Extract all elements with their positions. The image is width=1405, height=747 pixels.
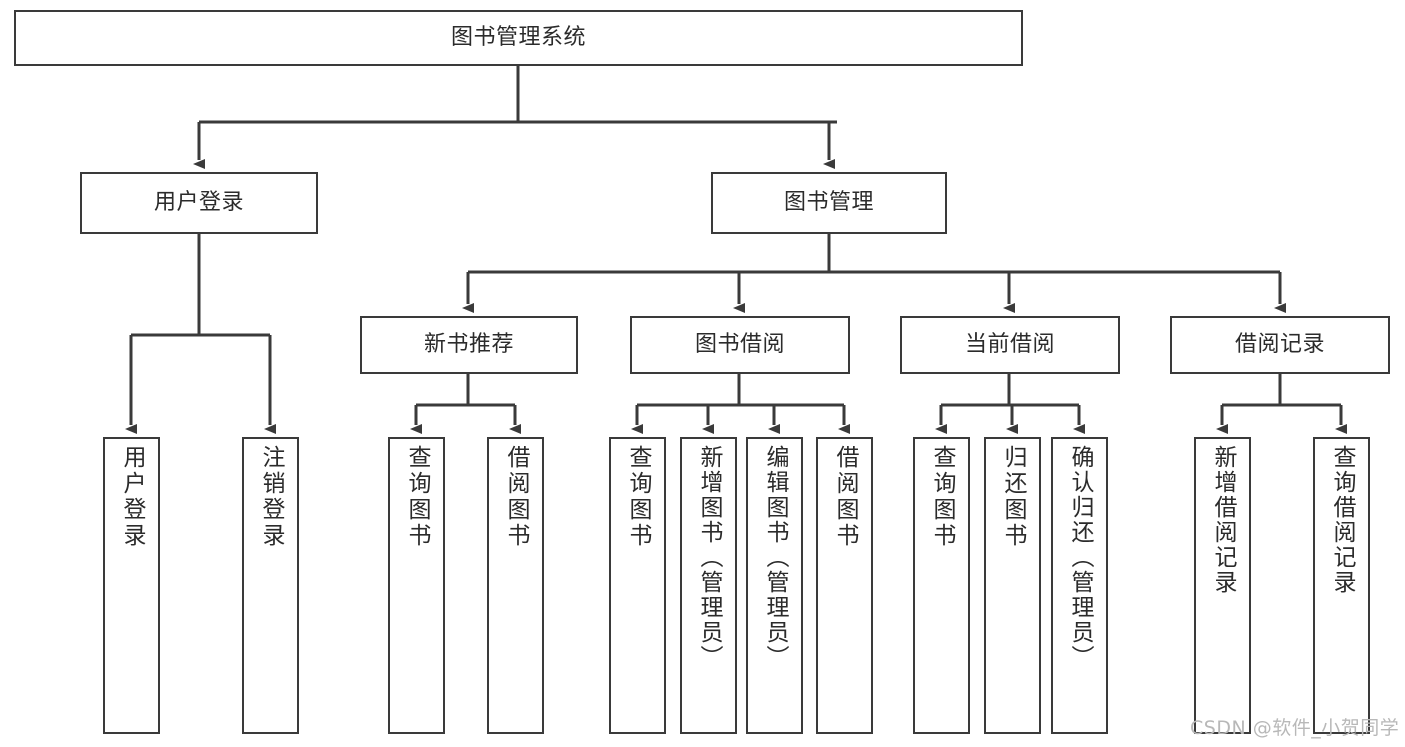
node-leaf-query-record-label: 查询借阅记录 (1329, 445, 1355, 595)
node-new-book-recommend[interactable]: 新书推荐 (360, 316, 578, 374)
node-leaf-query-book-3-label: 查询图书 (929, 445, 955, 549)
node-leaf-add-record-label: 新增借阅记录 (1210, 445, 1236, 595)
node-borrow-record-label: 借阅记录 (1234, 332, 1325, 358)
node-leaf-return-book-label: 归还图书 (1000, 445, 1026, 549)
node-leaf-add-record[interactable]: 新增借阅记录 (1194, 437, 1251, 734)
node-leaf-borrow-book-2[interactable]: 借阅图书 (816, 437, 873, 734)
node-leaf-return-book[interactable]: 归还图书 (984, 437, 1041, 734)
node-user-login-label: 用户登录 (153, 190, 244, 216)
node-current-borrow-label: 当前借阅 (964, 332, 1055, 358)
node-leaf-query-book-1[interactable]: 查询图书 (388, 437, 445, 734)
node-leaf-query-book-2[interactable]: 查询图书 (609, 437, 666, 734)
node-root[interactable]: 图书管理系统 (14, 10, 1023, 66)
node-leaf-edit-book[interactable]: 编辑图书（管理员） (746, 437, 803, 734)
node-leaf-borrow-book-1-label: 借阅图书 (503, 445, 529, 549)
node-leaf-user-logout[interactable]: 注销登录 (242, 437, 299, 734)
node-leaf-confirm-return[interactable]: 确认归还（管理员） (1051, 437, 1108, 734)
node-leaf-query-record[interactable]: 查询借阅记录 (1313, 437, 1370, 734)
node-leaf-user-logout-label: 注销登录 (258, 445, 284, 549)
node-leaf-add-book-label: 新增图书（管理员） (696, 445, 722, 670)
node-leaf-add-book[interactable]: 新增图书（管理员） (680, 437, 737, 734)
node-leaf-edit-book-label: 编辑图书（管理员） (762, 445, 788, 670)
node-new-book-recommend-label: 新书推荐 (423, 332, 514, 358)
node-root-label: 图书管理系统 (450, 25, 586, 51)
node-book-borrow-label: 图书借阅 (694, 332, 785, 358)
node-leaf-query-book-3[interactable]: 查询图书 (913, 437, 970, 734)
node-leaf-query-book-1-label: 查询图书 (404, 445, 430, 549)
node-user-login[interactable]: 用户登录 (80, 172, 318, 234)
node-book-manage[interactable]: 图书管理 (711, 172, 947, 234)
node-book-borrow[interactable]: 图书借阅 (630, 316, 850, 374)
node-book-manage-label: 图书管理 (783, 190, 874, 216)
node-leaf-borrow-book-1[interactable]: 借阅图书 (487, 437, 544, 734)
node-leaf-user-login-label: 用户登录 (119, 445, 145, 549)
node-leaf-user-login[interactable]: 用户登录 (103, 437, 160, 734)
node-leaf-query-book-2-label: 查询图书 (625, 445, 651, 549)
node-leaf-confirm-return-label: 确认归还（管理员） (1067, 445, 1093, 670)
node-leaf-borrow-book-2-label: 借阅图书 (832, 445, 858, 549)
node-current-borrow[interactable]: 当前借阅 (900, 316, 1120, 374)
node-borrow-record[interactable]: 借阅记录 (1170, 316, 1390, 374)
